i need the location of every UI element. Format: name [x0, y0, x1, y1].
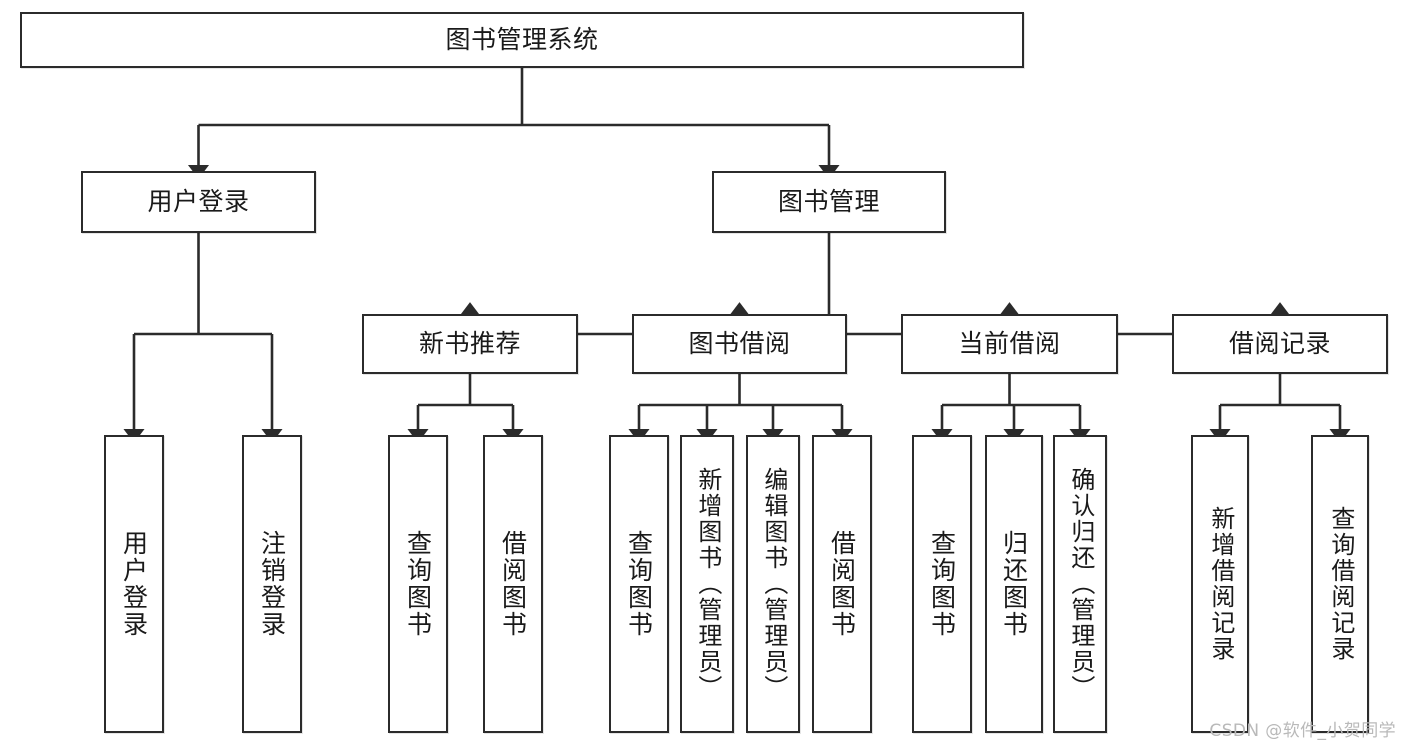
node-label: 图书借阅 [688, 329, 791, 358]
node-leaf-bb-query[interactable]: 查询图书 [609, 435, 669, 733]
node-label: 借阅图书 [498, 530, 528, 638]
node-label: 图书管理 [777, 187, 880, 216]
node-label: 注销登录 [257, 530, 287, 638]
node-label: 新增借阅记录 [1206, 506, 1235, 662]
node-label: 归还图书 [999, 530, 1029, 638]
node-book-manage[interactable]: 图书管理 [712, 171, 946, 233]
node-label: 用户登录 [119, 530, 149, 638]
node-leaf-nb-borrow[interactable]: 借阅图书 [483, 435, 543, 733]
node-leaf-bb-borrow[interactable]: 借阅图书 [812, 435, 872, 733]
node-leaf-user-logout[interactable]: 注销登录 [242, 435, 302, 733]
node-book-borrow[interactable]: 图书借阅 [632, 314, 847, 374]
node-leaf-bb-edit[interactable]: 编辑图书（管理员） [746, 435, 800, 733]
node-leaf-nb-query[interactable]: 查询图书 [388, 435, 448, 733]
node-leaf-cb-return[interactable]: 归还图书 [985, 435, 1043, 733]
node-user-login[interactable]: 用户登录 [81, 171, 316, 233]
node-new-book-rec[interactable]: 新书推荐 [362, 314, 578, 374]
csdn-watermark: CSDN @软件_小贺同学 [1209, 721, 1396, 741]
node-label: 查询借阅记录 [1326, 506, 1355, 662]
node-leaf-br-add[interactable]: 新增借阅记录 [1191, 435, 1249, 733]
node-label: 当前借阅 [958, 329, 1061, 358]
node-label: 确认归还（管理员） [1066, 467, 1095, 701]
node-label: 用户登录 [147, 187, 250, 216]
node-label: 图书管理系统 [445, 25, 599, 54]
node-borrow-record[interactable]: 借阅记录 [1172, 314, 1388, 374]
node-leaf-user-login[interactable]: 用户登录 [104, 435, 164, 733]
node-label: 查询图书 [624, 530, 654, 638]
node-label: 查询图书 [403, 530, 433, 638]
node-current-borrow[interactable]: 当前借阅 [901, 314, 1118, 374]
node-label: 新增图书（管理员） [693, 467, 722, 701]
node-root[interactable]: 图书管理系统 [20, 12, 1024, 68]
node-leaf-cb-confirm[interactable]: 确认归还（管理员） [1053, 435, 1107, 733]
node-label: 查询图书 [927, 530, 957, 638]
node-label: 借阅图书 [827, 530, 857, 638]
node-label: 新书推荐 [418, 329, 521, 358]
node-leaf-br-query[interactable]: 查询借阅记录 [1311, 435, 1369, 733]
node-label: 借阅记录 [1228, 329, 1331, 358]
node-leaf-cb-query[interactable]: 查询图书 [912, 435, 972, 733]
node-leaf-bb-add[interactable]: 新增图书（管理员） [680, 435, 734, 733]
node-label: 编辑图书（管理员） [759, 467, 788, 701]
